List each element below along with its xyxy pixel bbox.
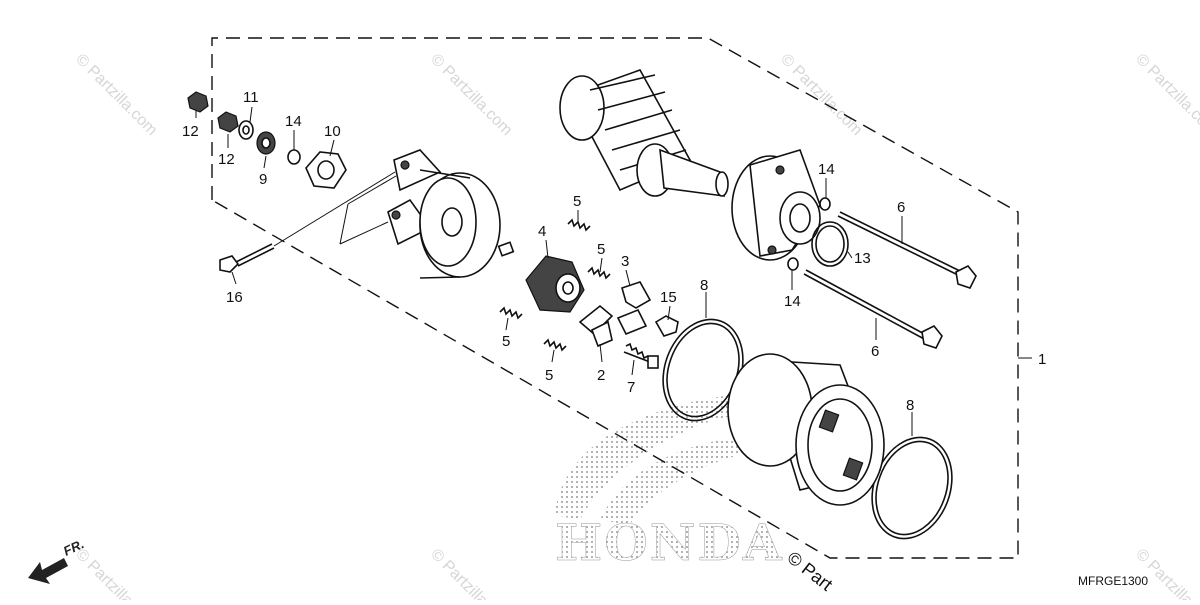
callout-5-bottom: 5 <box>545 367 553 384</box>
callout-4: 4 <box>538 223 546 240</box>
watermark-text: © Partzilla.com <box>427 51 515 139</box>
through-bolt-6-lower <box>803 269 943 349</box>
o-ring-13 <box>811 221 849 267</box>
honda-wing-logo: HONDA <box>555 394 850 572</box>
assembly-boundary <box>211 37 1019 559</box>
washer-11 <box>238 120 254 140</box>
callout-1: 1 <box>1038 351 1046 368</box>
nut-12-top <box>187 91 209 113</box>
callout-6-lower: 6 <box>871 343 879 360</box>
honda-brand-text: HONDA <box>555 513 784 572</box>
yoke <box>727 353 885 506</box>
callout-13: 13 <box>854 250 871 267</box>
callout-14-small: 14 <box>285 113 302 130</box>
watermark-text: © Partzilla.com <box>427 546 515 600</box>
callout-3: 3 <box>621 253 629 270</box>
callout-14-upper: 14 <box>818 161 835 178</box>
callout-5-top: 5 <box>573 193 581 210</box>
callout-5-left: 5 <box>502 333 510 350</box>
brush-pin <box>497 241 515 257</box>
callout-12-lower: 12 <box>218 151 235 168</box>
callout-5-mid: 5 <box>597 241 605 258</box>
watermark-text: © Partzilla.com <box>1132 51 1200 139</box>
callout-8-front: 8 <box>700 277 708 294</box>
watermark-text: © Partzilla.com <box>72 546 160 600</box>
leader-lines <box>195 106 913 436</box>
callout-16: 16 <box>226 289 243 306</box>
footer-copyright: © Part <box>784 547 837 594</box>
rear-cover <box>731 149 821 261</box>
diagram-code: MFRGE1300 <box>1078 574 1148 588</box>
watermark-text: © Partzilla.com <box>1132 546 1200 600</box>
callout-10: 10 <box>324 123 341 140</box>
callout-2: 2 <box>597 367 605 384</box>
seal-9 <box>256 131 276 155</box>
spring-5-top <box>567 218 591 232</box>
watermark-text: © Partzilla.com <box>777 51 865 139</box>
front-cover <box>339 149 501 279</box>
armature <box>559 69 729 197</box>
brush-3 <box>616 281 652 336</box>
o-ring-14-lower <box>787 257 799 271</box>
bolt-16 <box>219 171 396 273</box>
callout-12-top: 12 <box>182 123 199 140</box>
callout-15: 15 <box>660 289 677 306</box>
o-ring-14-upper <box>819 197 831 211</box>
through-bolt-6-upper <box>837 211 977 289</box>
screw-15 <box>654 315 679 337</box>
brush-holder-4 <box>525 255 585 313</box>
spring-5-bottom <box>543 338 567 352</box>
o-ring-14-small <box>287 149 301 165</box>
brush-2 <box>578 304 614 348</box>
nut-12-lower <box>217 111 239 133</box>
callout-8-rear: 8 <box>906 397 914 414</box>
callout-7: 7 <box>627 379 635 396</box>
callout-6-upper: 6 <box>897 199 905 216</box>
terminal-7 <box>623 342 659 369</box>
bushing-10 <box>305 151 347 189</box>
callout-11: 11 <box>243 89 259 106</box>
spring-5-left <box>499 306 523 320</box>
watermark-text: © Partzilla.com <box>72 51 160 139</box>
callout-14-lower: 14 <box>784 293 801 310</box>
callouts: 1 2 3 4 5 5 5 5 6 6 7 8 8 9 10 11 12 12 … <box>182 89 1046 414</box>
callout-9: 9 <box>259 171 267 188</box>
spring-5-mid <box>587 266 611 280</box>
